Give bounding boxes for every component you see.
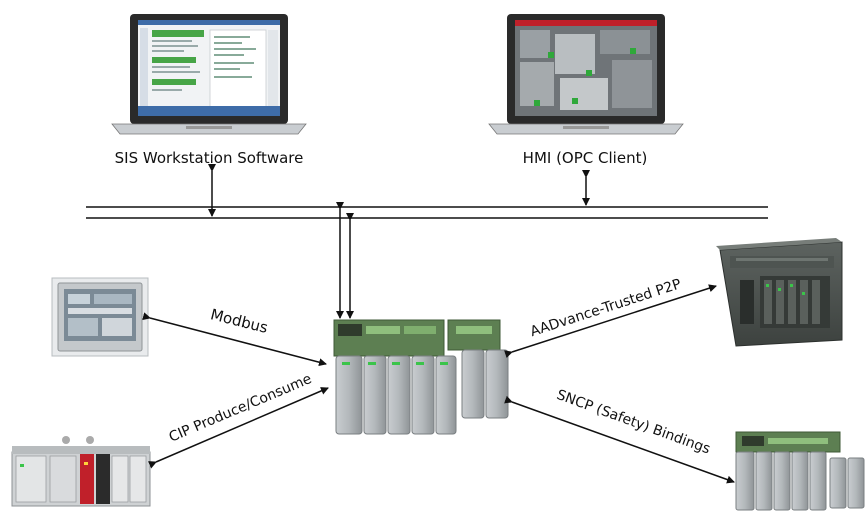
hmi-laptop — [488, 14, 684, 135]
modbus-label: Modbus — [209, 305, 270, 337]
trusted-system-cabinet — [716, 238, 843, 347]
safety-controller — [333, 319, 509, 435]
sis-workstation-laptop — [111, 14, 307, 135]
touch-panel-device — [51, 277, 149, 357]
p2p-label: AADvance-Trusted P2P — [528, 276, 683, 340]
sis-workstation-label: SIS Workstation Software — [115, 149, 304, 167]
sncp-label: SNCP (Safety) Bindings — [554, 387, 712, 458]
plc-rack-device — [11, 436, 151, 507]
modbus-connector — [142, 312, 327, 367]
hmi-label: HMI (OPC Client) — [523, 149, 648, 167]
p2p-connector — [504, 284, 717, 358]
cip-label: CIP Produce/Consume — [167, 371, 314, 446]
cip-connector — [147, 387, 329, 469]
aadvance-rack-device — [735, 431, 865, 511]
sncp-connector — [504, 395, 735, 484]
